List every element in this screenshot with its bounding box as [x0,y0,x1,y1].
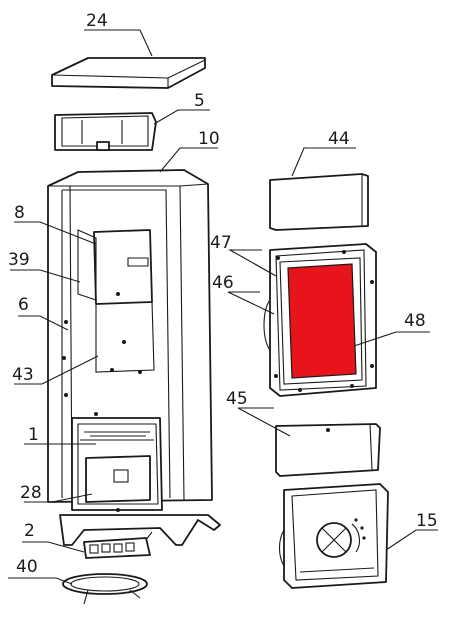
callout-labels: 24 5 10 44 8 47 39 46 6 48 43 45 1 28 15… [8,11,438,577]
part-24-top-plate [51,57,206,89]
part-46-47-door [263,243,377,397]
callout-47: 47 [210,233,232,253]
part-44-cover [269,173,369,231]
part-10-stove-body [47,169,221,546]
callout-24: 24 [86,11,108,31]
callout-46: 46 [212,273,234,293]
callout-48: 48 [404,311,426,331]
callout-15: 15 [416,511,438,531]
callout-43: 43 [12,365,34,385]
callout-2: 2 [24,521,35,541]
callout-44: 44 [328,129,350,149]
callout-6: 6 [18,295,29,315]
callout-28: 28 [20,483,42,503]
callout-45: 45 [226,389,248,409]
part-5-baffle [54,112,157,151]
callout-1: 1 [28,425,39,445]
part-2-regulator [83,531,153,559]
callout-10: 10 [198,129,220,149]
callout-39: 39 [8,250,30,270]
callout-8: 8 [14,203,25,223]
part-48-glass [287,263,357,379]
part-45-panel [275,423,381,477]
callout-5: 5 [194,91,205,111]
callout-40: 40 [16,557,38,577]
part-15-ash-door [278,483,389,589]
leader-lines [8,29,438,585]
part-40-disc [62,573,148,605]
